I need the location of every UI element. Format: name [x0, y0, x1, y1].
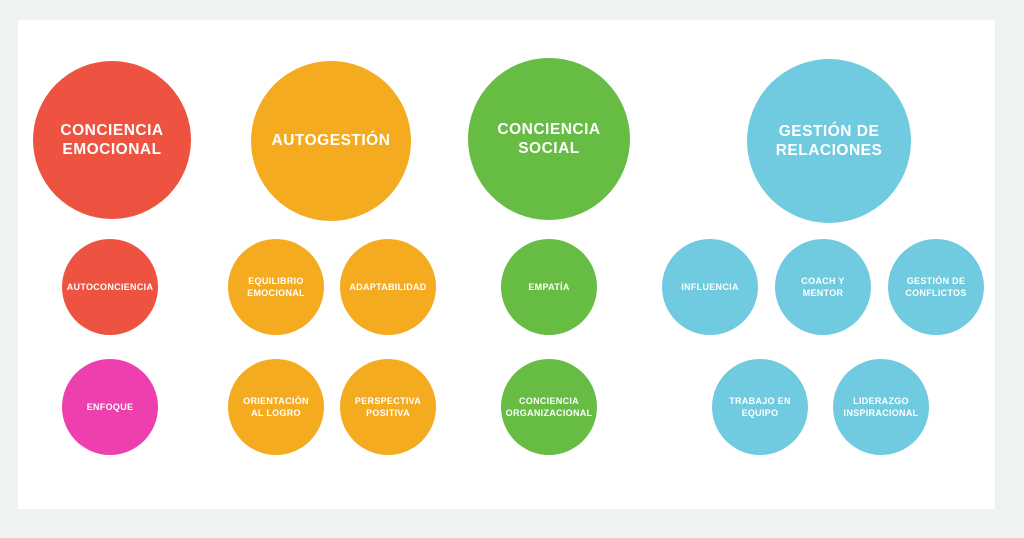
bubble-label: ENFOQUE [86, 401, 134, 412]
bubble-autoconciencia: AUTOCONCIENCIA [62, 239, 158, 335]
bubble-liderazgo-inspiracional: LIDERAZGO INSPIRACIONAL [833, 359, 929, 455]
bubble-label: COACH Y MENTOR [801, 275, 845, 298]
bubble-conciencia-emocional: CONCIENCIA EMOCIONAL [33, 61, 191, 219]
bubble-label: ORIENTACIÓN AL LOGRO [243, 395, 309, 418]
bubble-label: EQUILIBRIO EMOCIONAL [247, 275, 305, 298]
bubble-label: AUTOCONCIENCIA [66, 281, 154, 292]
bubble-label: INFLUENCIA [681, 281, 739, 292]
bubble-label: CONCIENCIA SOCIAL [497, 120, 601, 157]
bubble-coach-y-mentor: COACH Y MENTOR [775, 239, 871, 335]
bubble-autogestion: AUTOGESTIÓN [251, 61, 411, 221]
bubble-label: LIDERAZGO INSPIRACIONAL [843, 395, 919, 418]
bubble-label: CONCIENCIA EMOCIONAL [60, 121, 164, 158]
bubble-gestion-de-relaciones: GESTIÓN DE RELACIONES [747, 59, 911, 223]
bubble-label: AUTOGESTIÓN [271, 132, 391, 150]
bubble-label: ADAPTABILIDAD [349, 281, 427, 292]
bubble-empatia: EMPATÍA [501, 239, 597, 335]
bubble-enfoque: ENFOQUE [62, 359, 158, 455]
bubble-adaptabilidad: ADAPTABILIDAD [340, 239, 436, 335]
bubble-orientacion-al-logro: ORIENTACIÓN AL LOGRO [228, 359, 324, 455]
bubble-conciencia-social: CONCIENCIA SOCIAL [468, 58, 630, 220]
bubble-label: GESTIÓN DE CONFLICTOS [905, 275, 967, 298]
bubble-gestion-de-conflictos: GESTIÓN DE CONFLICTOS [888, 239, 984, 335]
bubble-perspectiva-positiva: PERSPECTIVA POSITIVA [340, 359, 436, 455]
bubble-label: EMPATÍA [528, 281, 570, 292]
bubble-label: PERSPECTIVA POSITIVA [354, 395, 422, 418]
bubble-trabajo-en-equipo: TRABAJO EN EQUIPO [712, 359, 808, 455]
bubble-equilibrio-emocional: EQUILIBRIO EMOCIONAL [228, 239, 324, 335]
bubble-conciencia-organizacional: CONCIENCIA ORGANIZACIONAL [501, 359, 597, 455]
bubble-label: TRABAJO EN EQUIPO [729, 395, 791, 418]
bubble-label: CONCIENCIA ORGANIZACIONAL [505, 395, 593, 418]
bubble-influencia: INFLUENCIA [662, 239, 758, 335]
diagram-canvas: CONCIENCIA EMOCIONAL AUTOCONCIENCIA ENFO… [18, 20, 995, 509]
bubble-label: GESTIÓN DE RELACIONES [775, 122, 883, 159]
